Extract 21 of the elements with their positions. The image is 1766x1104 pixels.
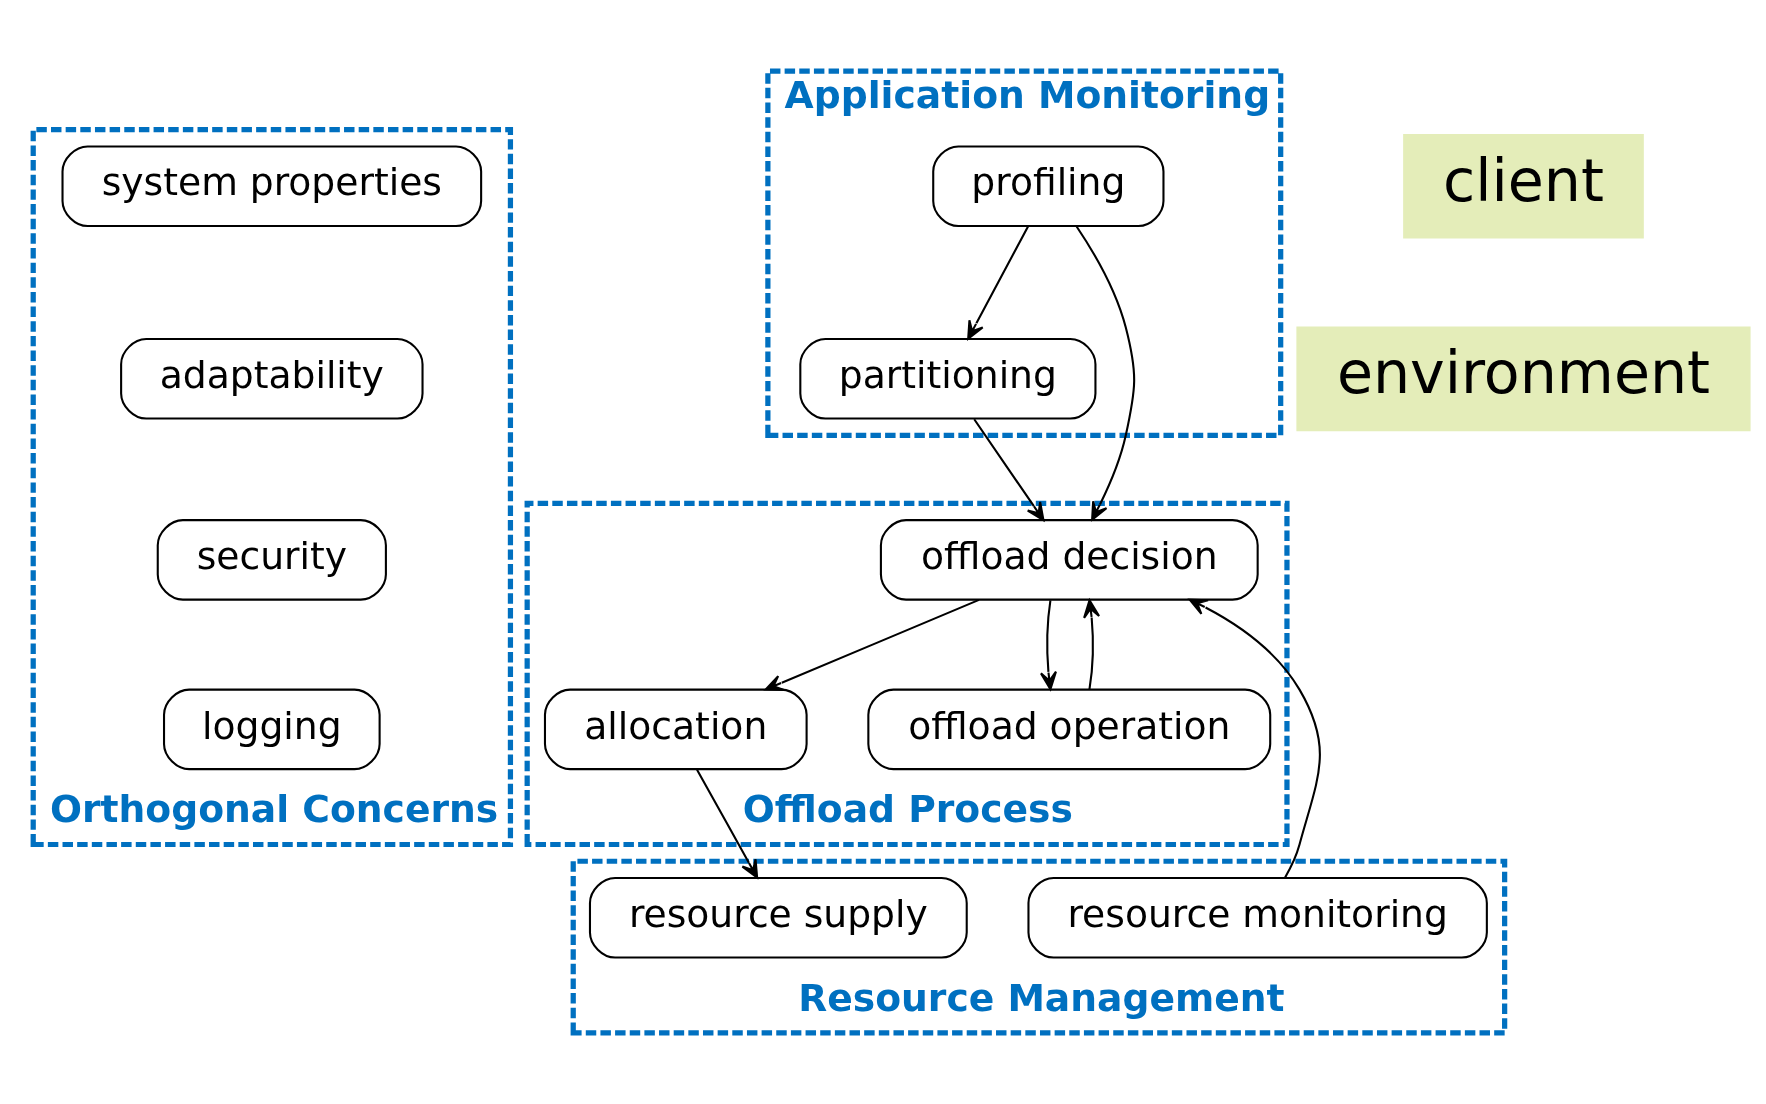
node-box: offload operation: [867, 688, 1272, 771]
node-box: offload decision: [879, 519, 1259, 601]
node-box: resource supply: [588, 876, 968, 959]
node-box: adaptability: [120, 338, 424, 420]
node-box: system properties: [61, 145, 483, 228]
arrow: [696, 769, 759, 879]
arrow: [764, 598, 980, 692]
node-box: logging: [163, 688, 381, 771]
node-box: profiling: [932, 145, 1165, 228]
node-box: environment: [1296, 326, 1751, 432]
arrow: [973, 418, 1045, 522]
node-box: client: [1403, 133, 1644, 239]
node-box: allocation: [543, 688, 808, 771]
arrow: [1075, 225, 1136, 521]
arrow: [1083, 599, 1101, 690]
node-box: security: [156, 519, 387, 601]
node-box: partitioning: [799, 338, 1097, 420]
arrow: [967, 225, 1029, 340]
arrow: [1188, 598, 1321, 878]
node-box: resource monitoring: [1027, 876, 1488, 959]
arrow: [1039, 600, 1057, 691]
